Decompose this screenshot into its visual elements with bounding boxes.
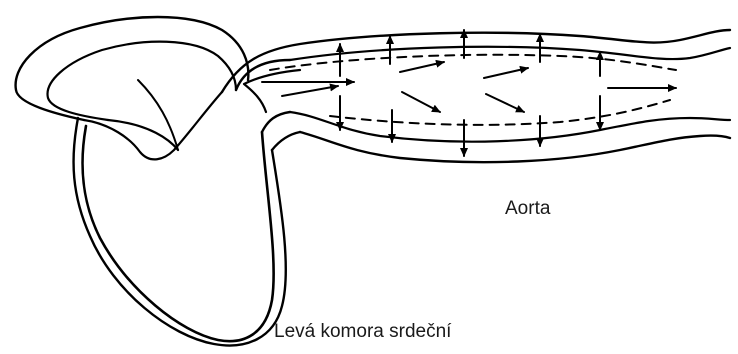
- aorta-label: Aorta: [505, 198, 550, 220]
- flow-arrow: [402, 92, 440, 112]
- ventricle-outer-wall: [82, 126, 273, 341]
- valve-flap-edge: [138, 80, 178, 150]
- flow-arrow: [486, 94, 524, 112]
- aortic-root-lower: [262, 112, 300, 150]
- aorta-lower-inner-wall: [290, 112, 730, 142]
- flow-arrow: [400, 62, 444, 72]
- aortic-valve-leaflet: [244, 70, 300, 112]
- flow-arrow: [282, 86, 338, 96]
- left-ventricle-label: Levá komora srdeční: [274, 321, 451, 343]
- dashed-expansion-upper: [270, 55, 676, 70]
- dashed-expansion-lower: [330, 100, 670, 125]
- valve-flap-curl: [84, 92, 222, 159]
- ventricle-inner-wall: [74, 118, 286, 345]
- aorta-lower-outer-wall: [300, 132, 730, 162]
- aorta-upper-inner-wall: [290, 47, 730, 60]
- flow-arrow: [484, 68, 528, 78]
- valve-flap-outer: [16, 17, 249, 120]
- pressure-arrows-down: [340, 96, 600, 156]
- blood-flow-arrows: [262, 62, 676, 112]
